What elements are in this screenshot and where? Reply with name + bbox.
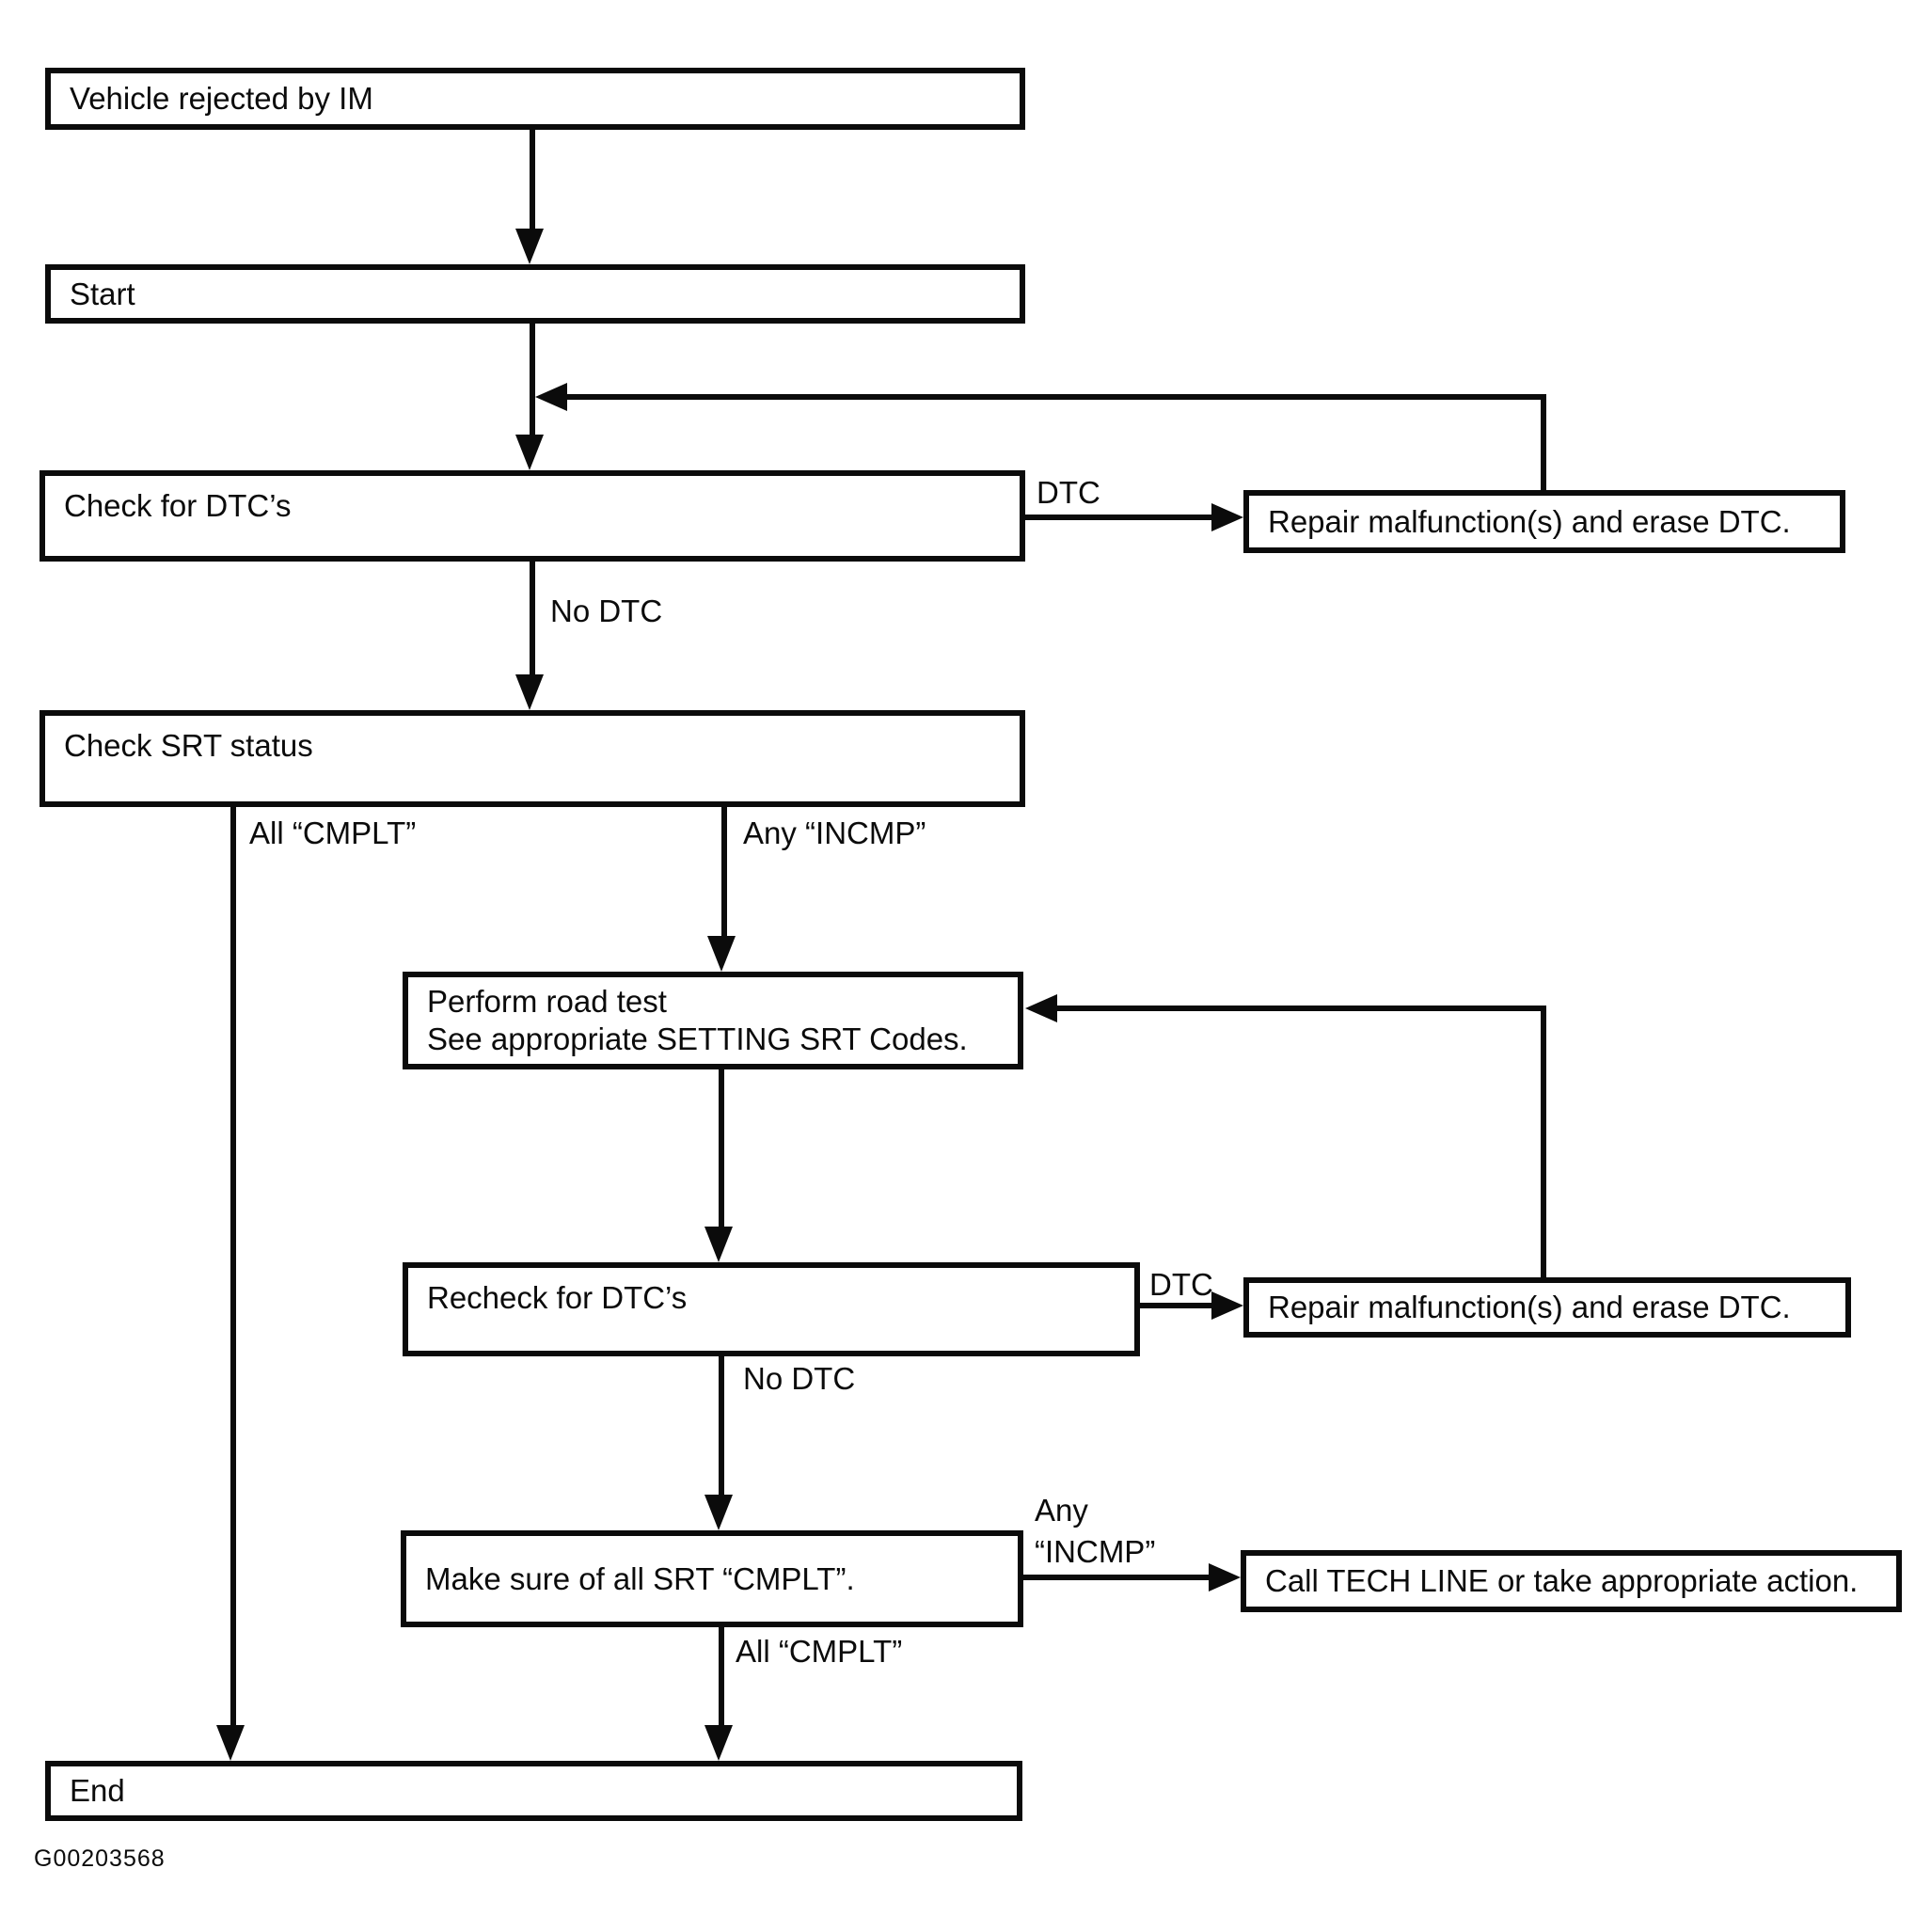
- edge-label-no-dtc-2: No DTC: [743, 1361, 856, 1396]
- connector-feedback1-vertical: [1541, 394, 1546, 490]
- node-road-test-line1: Perform road test: [427, 984, 667, 1019]
- node-repair-erase-1-label: Repair malfunction(s) and erase DTC.: [1268, 503, 1791, 539]
- node-road-test: Perform road test See appropriate SETTIN…: [403, 972, 1023, 1069]
- edge-label-any-incmp-2-line1: Any: [1035, 1493, 1088, 1528]
- arrowhead-into-check-dtc-icon: [515, 435, 544, 470]
- node-vehicle-rejected: Vehicle rejected by IM: [45, 68, 1025, 130]
- edge-label-dtc-1: DTC: [1037, 475, 1100, 510]
- connector-make-sure-to-end: [719, 1625, 724, 1727]
- edge-label-any-incmp-2-line2: “INCMP”: [1035, 1534, 1156, 1569]
- node-end-label: End: [70, 1773, 125, 1808]
- arrowhead-into-repair2-icon: [1211, 1291, 1243, 1320]
- connector-recheck-to-make-sure: [719, 1354, 724, 1497]
- arrowhead-into-end-icon: [704, 1725, 733, 1761]
- node-check-srt: Check SRT status: [40, 710, 1025, 807]
- node-call-tech-line-label: Call TECH LINE or take appropriate actio…: [1265, 1563, 1859, 1598]
- edge-label-all-cmplt-1: All “CMPLT”: [249, 816, 417, 850]
- arrowhead-left-branch-into-end-icon: [216, 1725, 245, 1761]
- connector-feedback1-horizontal: [565, 394, 1546, 400]
- arrowhead-feedback2-left-icon: [1025, 994, 1057, 1022]
- connector-feedback2-horizontal: [1055, 1006, 1546, 1011]
- node-repair-erase-2: Repair malfunction(s) and erase DTC.: [1243, 1277, 1851, 1338]
- arrowhead-into-start-icon: [515, 229, 544, 264]
- arrowhead-into-road-test-icon: [707, 936, 736, 972]
- node-repair-erase-1: Repair malfunction(s) and erase DTC.: [1243, 490, 1845, 553]
- connector-vehicle-to-start: [530, 130, 535, 233]
- connector-recheck-to-repair2: [1138, 1303, 1213, 1308]
- arrowhead-into-recheck-icon: [704, 1227, 733, 1262]
- node-call-tech-line: Call TECH LINE or take appropriate actio…: [1241, 1550, 1902, 1612]
- arrowhead-into-repair1-icon: [1211, 503, 1243, 531]
- connector-check-srt-to-end: [230, 805, 236, 1727]
- connector-feedback2-vertical: [1541, 1006, 1546, 1277]
- connector-make-sure-to-call-tech: [1021, 1575, 1211, 1580]
- node-check-dtc: Check for DTC’s: [40, 470, 1025, 562]
- arrowhead-into-make-sure-icon: [704, 1495, 733, 1530]
- connector-check-srt-to-road-test: [721, 805, 727, 938]
- node-road-test-line2: See appropriate SETTING SRT Codes.: [427, 1021, 968, 1056]
- edge-label-any-incmp-2: Any “INCMP”: [1035, 1490, 1155, 1573]
- node-start: Start: [45, 264, 1025, 324]
- node-check-srt-label: Check SRT status: [64, 728, 313, 763]
- edge-label-no-dtc-1: No DTC: [550, 594, 663, 628]
- connector-road-test-to-recheck: [719, 1068, 724, 1228]
- arrowhead-into-check-srt-icon: [515, 674, 544, 710]
- node-repair-erase-2-label: Repair malfunction(s) and erase DTC.: [1268, 1290, 1791, 1324]
- edge-label-dtc-2: DTC: [1149, 1267, 1213, 1302]
- connector-check-dtc-to-check-srt: [530, 560, 535, 674]
- node-make-sure-srt-label: Make sure of all SRT “CMPLT”.: [425, 1560, 855, 1596]
- connector-check-dtc-to-repair1: [1025, 515, 1215, 520]
- node-start-label: Start: [70, 276, 135, 311]
- edge-label-any-incmp-1: Any “INCMP”: [743, 816, 926, 850]
- node-vehicle-rejected-label: Vehicle rejected by IM: [70, 81, 373, 116]
- edge-label-all-cmplt-2: All “CMPLT”: [736, 1634, 903, 1669]
- arrowhead-into-call-tech-icon: [1209, 1563, 1241, 1592]
- node-end: End: [45, 1761, 1022, 1821]
- node-check-dtc-label: Check for DTC’s: [64, 488, 292, 523]
- figure-caption: G00203568: [34, 1845, 166, 1872]
- node-recheck-dtc: Recheck for DTC’s: [403, 1262, 1140, 1356]
- connector-start-to-check-dtc: [530, 324, 535, 438]
- arrowhead-feedback1-left-icon: [535, 383, 567, 411]
- node-recheck-dtc-label: Recheck for DTC’s: [427, 1280, 688, 1315]
- node-make-sure-srt: Make sure of all SRT “CMPLT”.: [401, 1530, 1023, 1627]
